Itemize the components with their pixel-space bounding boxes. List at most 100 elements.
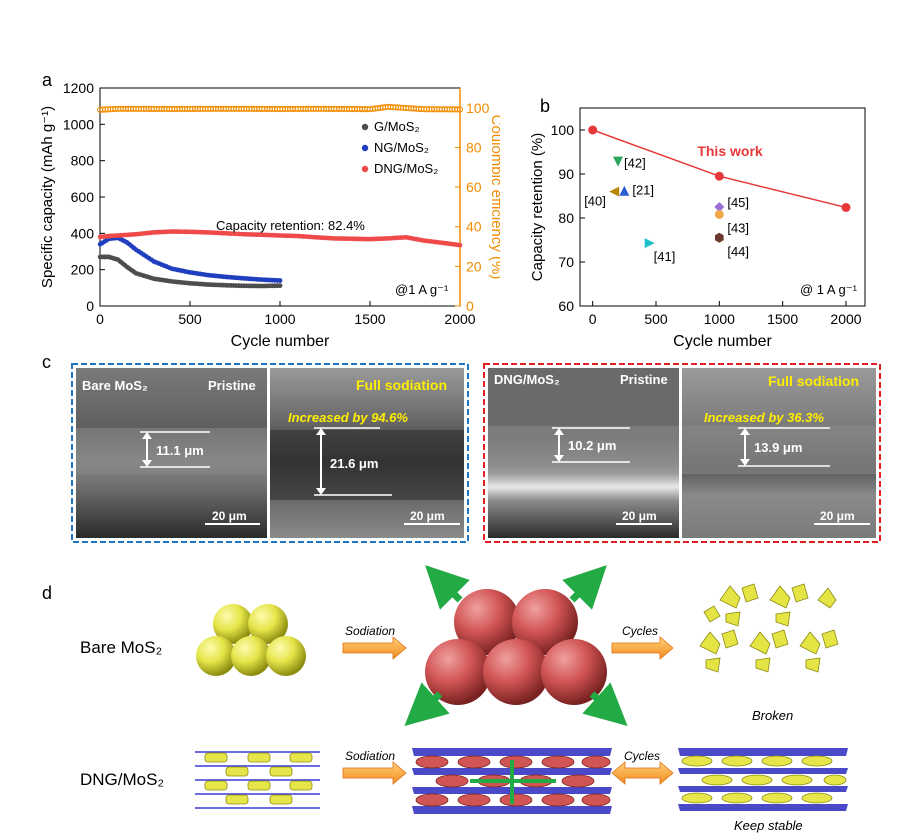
stable-label: Keep stable <box>734 818 803 833</box>
sem-bare-scale1: 20 μm <box>212 509 247 523</box>
sodiation-arrow-1 <box>342 636 407 660</box>
dng-pristine-layers <box>195 751 320 809</box>
ref-point <box>619 185 630 196</box>
y2-tick-label: 40 <box>466 219 482 235</box>
y-tick-label: 1000 <box>63 116 94 132</box>
x-tick-label: 2000 <box>830 311 861 327</box>
schematic: Bare MoS₂ DNG/MoS₂ Sodiation Cycles Brok… <box>80 565 848 833</box>
ref-point <box>714 202 725 212</box>
ref-point <box>715 232 724 243</box>
legend-label: G/MoS₂ <box>374 119 420 134</box>
expansion-arrows <box>404 565 628 727</box>
cycles-arrow-2 <box>611 761 674 785</box>
y-tick-label: 90 <box>558 166 574 182</box>
sem-images: Bare MoS₂ Pristine Full sodiation Increa… <box>71 363 881 543</box>
ref-label: [42] <box>624 156 646 171</box>
sem-bare-t1: 11.1 μm <box>156 443 204 458</box>
data-point <box>454 106 461 113</box>
condition-label: @1 A g⁻¹ <box>395 282 449 297</box>
ref-label: [21] <box>632 183 654 198</box>
sem-bare-increase: Increased by 94.6% <box>288 410 408 425</box>
sem-dng-frame <box>483 363 881 543</box>
data-point <box>277 278 283 283</box>
data-point <box>277 283 283 289</box>
y-tick-label: 800 <box>71 153 95 169</box>
ref-label: [43] <box>727 220 749 235</box>
sodiation-arrow-2 <box>342 761 407 785</box>
series-1 <box>97 254 283 289</box>
bare-pristine-spheres <box>196 604 306 676</box>
y2-axis-label: Coulombic efficiency (%) <box>488 115 500 280</box>
sem-dng-scale2: 20 μm <box>820 509 855 523</box>
x-tick-label: 2000 <box>444 311 475 327</box>
ref-label: [45] <box>727 195 749 210</box>
sem-bare-full-label: Full sodiation <box>356 377 447 393</box>
legend-label: DNG/MoS₂ <box>374 161 438 176</box>
sodiation-label-2: Sodiation <box>345 749 395 763</box>
panel-label-c: c <box>42 352 51 372</box>
condition-label: @ 1 A g⁻¹ <box>800 282 858 297</box>
broken-label: Broken <box>752 708 793 723</box>
x-tick-label: 0 <box>589 311 597 327</box>
dng-cycled-layers <box>678 748 848 811</box>
y-tick-label: 600 <box>71 189 95 205</box>
sem-dng-increase: Increased by 36.3% <box>704 410 824 425</box>
legend-marker <box>361 144 369 152</box>
x-tick-label: 1500 <box>354 311 385 327</box>
x-tick-label: 500 <box>644 311 668 327</box>
this-work-point <box>841 202 851 212</box>
y-tick-label: 0 <box>86 298 94 314</box>
plot-frame <box>579 107 866 307</box>
dng-sodiated-layers <box>412 748 612 814</box>
y2-tick-label: 60 <box>466 179 482 195</box>
this-work-point <box>588 125 598 135</box>
this-work-point <box>714 171 724 181</box>
y-tick-label: 200 <box>71 262 95 278</box>
y-tick-label: 80 <box>558 210 574 226</box>
sem-bare-pristine-label: Pristine <box>208 378 256 393</box>
ref-label: [44] <box>727 244 749 259</box>
y2-tick-label: 100 <box>466 100 490 116</box>
sem-dng-pristine-label: Pristine <box>620 372 668 387</box>
y2-tick-label: 0 <box>466 298 474 314</box>
this-work-label: This work <box>697 143 763 159</box>
x-axis-label: Cycle number <box>231 333 330 350</box>
y-tick-label: 60 <box>558 298 574 314</box>
series-4 <box>97 103 464 113</box>
ref-point <box>714 209 724 219</box>
x-axis-label: Cycle number <box>673 333 772 350</box>
sem-dng-t2: 13.9 μm <box>754 440 802 455</box>
sem-dng-title: DNG/MoS₂ <box>494 372 560 387</box>
sem-bare-frame <box>71 363 469 543</box>
y-axis-label: Capacity retention (%) <box>529 133 546 281</box>
y-tick-label: 1200 <box>63 80 94 96</box>
cycles-arrow-1 <box>611 636 674 660</box>
schematic-row2-label: DNG/MoS₂ <box>80 770 164 789</box>
ref-label: [41] <box>654 249 676 264</box>
sodiation-label-1: Sodiation <box>345 624 395 638</box>
cycles-label-2: Cycles <box>624 749 660 763</box>
sem-dng-full-label: Full sodiation <box>768 373 859 389</box>
panel-label-b: b <box>540 96 551 116</box>
y2-tick-label: 80 <box>466 139 482 155</box>
x-tick-label: 1000 <box>264 311 295 327</box>
x-tick-label: 500 <box>178 311 202 327</box>
legend-marker <box>361 165 369 173</box>
panel-label-a: a <box>42 70 53 90</box>
legend-marker <box>361 123 369 131</box>
panel-label-d: d <box>42 583 53 603</box>
bare-sodiated-spheres <box>425 589 607 705</box>
ref-point <box>613 156 623 167</box>
y2-tick-label: 20 <box>466 258 482 274</box>
data-point <box>456 106 464 113</box>
y-tick-label: 400 <box>71 225 95 241</box>
x-tick-label: 1000 <box>704 311 735 327</box>
schematic-row1-label: Bare MoS₂ <box>80 638 162 657</box>
annotation: Capacity retention: 82.4% <box>216 218 365 233</box>
sem-dng-scale1: 20 μm <box>622 509 657 523</box>
y-tick-label: 70 <box>558 254 574 270</box>
broken-particles <box>699 583 839 673</box>
sem-dng-t1: 10.2 μm <box>568 438 616 453</box>
